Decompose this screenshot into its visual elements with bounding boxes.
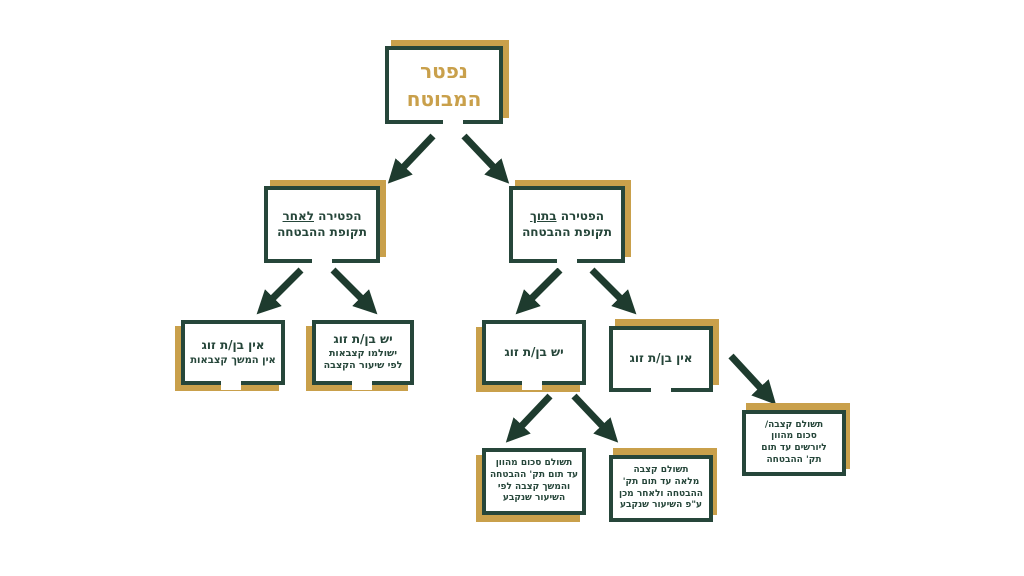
arrow-during-to-no-spouse — [589, 267, 637, 315]
during-spouse-title: יש בן/ת זוג — [504, 344, 564, 359]
after-spouse-title: יש בן/ת זוג — [333, 332, 393, 347]
leaf-c-l4: תק' ההבטחה — [766, 454, 822, 465]
arrow-spouse-to-leaf-b — [571, 393, 619, 443]
after-line2: תקופת ההבטחה — [277, 224, 367, 239]
leaf-b-l3: ההבטחה ולאחר מכן — [619, 488, 703, 499]
leaf-a-node: תשולם סכום מהוון עד תום תק' ההבטחה והמשך… — [476, 448, 586, 522]
leaf-b-l4: ע"פ השיעור שנקבע — [619, 500, 703, 511]
arrow-during-to-spouse — [515, 267, 563, 315]
arrow-spouse-to-leaf-a — [505, 393, 553, 443]
during-spouse-node: יש בן/ת זוג — [476, 320, 586, 392]
root-line2: המבוטח — [406, 87, 482, 111]
after-no-spouse-node: אין בן/ת זוג אין המשך קצבאות — [175, 320, 285, 391]
leaf-b-l2: מלאה עד תום תק' — [622, 476, 700, 487]
during-period-node: הפטירה בתוך תקופת ההבטחה — [509, 180, 631, 268]
arrow-after-to-no-spouse — [256, 267, 304, 315]
arrow-after-to-spouse — [330, 267, 378, 315]
after-no-spouse-title: אין בן/ת זוג — [201, 338, 265, 353]
arrow-root-to-during — [461, 133, 510, 184]
after-spouse-node: יש בן/ת זוג ישולמו קצבאות לפי שיעור הקצב… — [306, 320, 414, 391]
arrow-root-to-after — [387, 133, 436, 184]
after-spouse-sub2: לפי שיעור הקצבה — [323, 360, 403, 372]
leaf-c-l1: תשולם קצבה/ — [764, 419, 824, 430]
during-line2: תקופת ההבטחה — [522, 224, 612, 239]
leaf-c-l2: סכום מהוון — [771, 431, 817, 442]
arrow-no-spouse-to-leaf-c — [728, 353, 777, 405]
root-node: נפטר המבוטח — [385, 40, 509, 129]
after-period-node: הפטירה לאחר תקופת ההבטחה — [264, 180, 386, 268]
during-no-spouse-node: אין בן/ת זוג — [609, 319, 719, 397]
leaf-c-node: תשולם קצבה/ סכום מהוון ליורשים עד תום תק… — [742, 403, 850, 476]
leaf-a-l3: והמשך קצבה לפי — [497, 481, 571, 492]
root-line1: נפטר — [420, 59, 468, 83]
during-line1: הפטירה בתוך — [529, 208, 605, 223]
leaf-b-l1: תשולם קצבה — [633, 465, 689, 476]
leaf-c-l3: ליורשים עד תום — [761, 443, 827, 453]
after-no-spouse-sub: אין המשך קצבאות — [190, 354, 276, 366]
leaf-b-node: תשולם קצבה מלאה עד תום תק' ההבטחה ולאחר … — [609, 448, 717, 522]
after-line1: הפטירה לאחר — [282, 208, 362, 223]
during-no-spouse-title: אין בן/ת זוג — [629, 351, 693, 366]
leaf-a-l4: השיעור שנקבע — [502, 493, 566, 504]
leaf-a-l1: תשולם סכום מהוון — [495, 458, 573, 469]
leaf-a-l2: עד תום תק' ההבטחה — [489, 469, 579, 480]
after-spouse-sub1: ישולמו קצבאות — [328, 347, 398, 359]
